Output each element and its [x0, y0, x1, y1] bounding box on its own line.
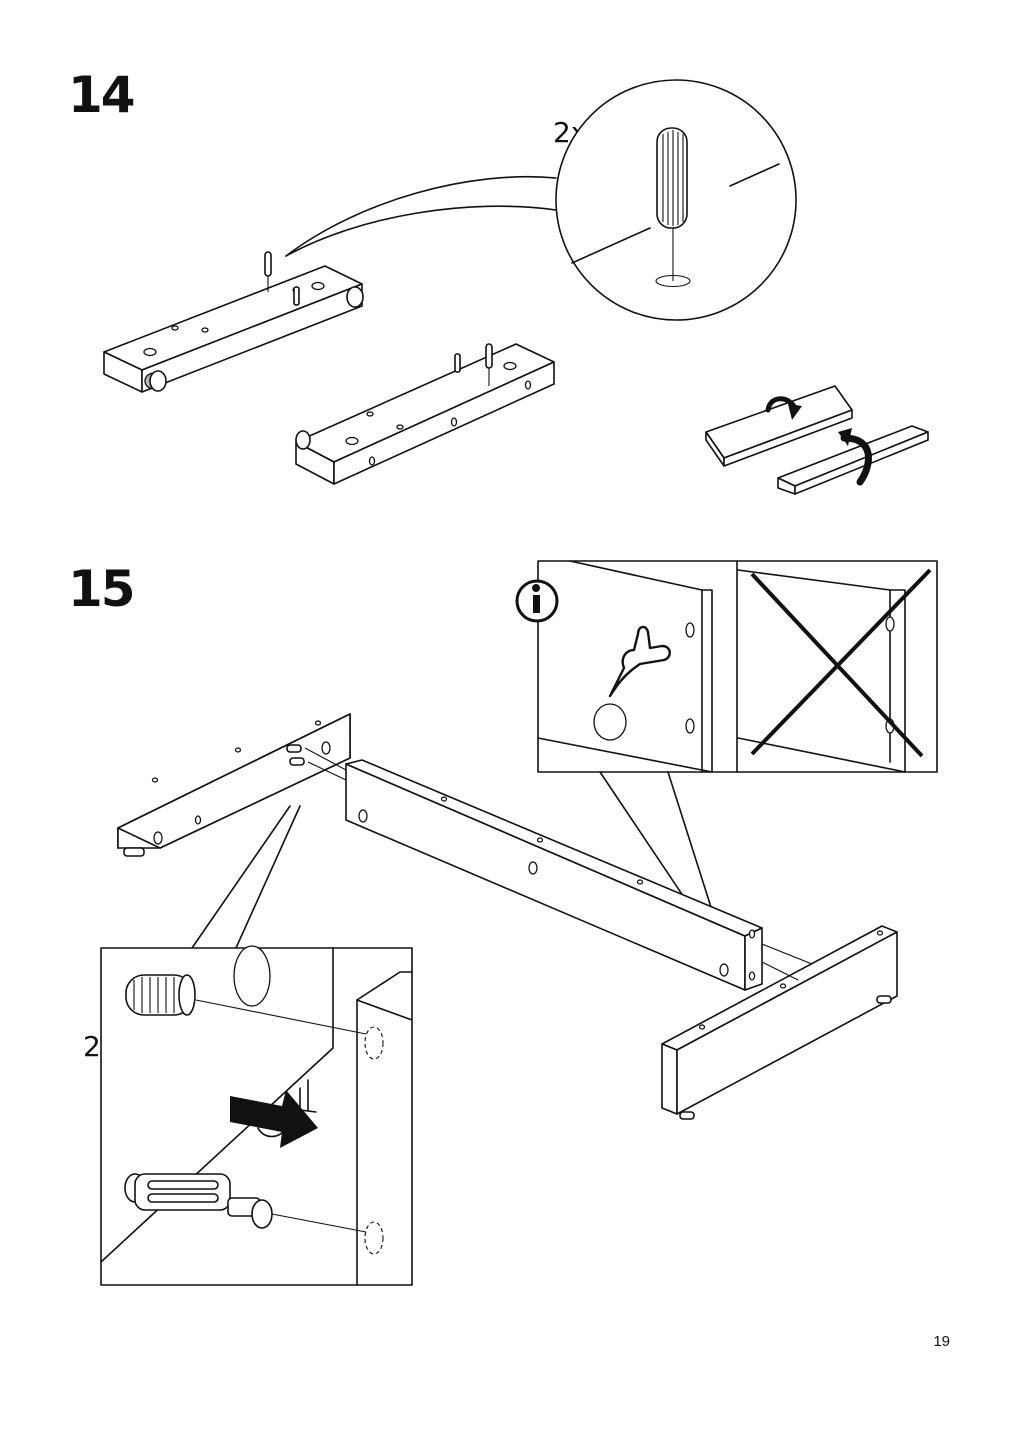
flip-rails-diagram — [705, 385, 929, 495]
leg-rail-right — [295, 343, 555, 485]
dowel-pin-icon — [125, 974, 196, 1016]
leg-rail-left — [103, 251, 364, 393]
cam-lock-detail-box — [100, 805, 413, 1286]
stretcher-rail — [345, 759, 763, 991]
page-number: 19 — [933, 1333, 950, 1350]
push-arrow-icon — [230, 1090, 318, 1148]
step-14-number: 14 — [68, 66, 136, 124]
cam-bolt-icon — [124, 1173, 273, 1229]
assembly-leg-right — [661, 925, 898, 1120]
step-15-number: 15 — [68, 560, 136, 618]
pointing-hand-icon — [608, 625, 671, 698]
assembly-leg-left — [117, 713, 351, 857]
orientation-info-panel — [515, 560, 938, 949]
wrong-cross-icon — [750, 568, 932, 758]
rotate-arrow-icon — [765, 396, 872, 486]
dowel-pin-icon — [656, 127, 688, 229]
dowel-detail-callout — [285, 79, 797, 321]
info-icon — [515, 579, 559, 623]
